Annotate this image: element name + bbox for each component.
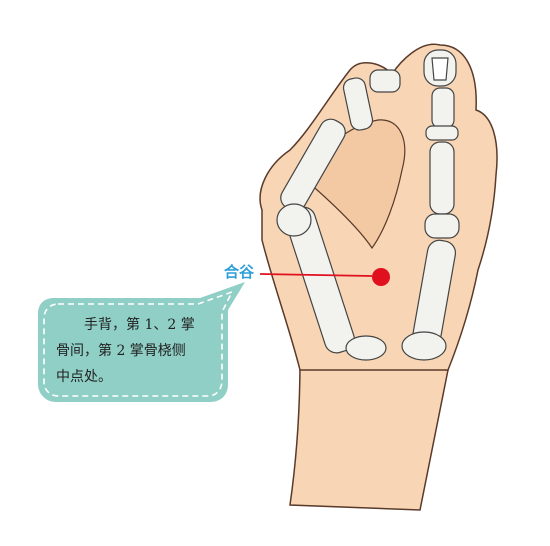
callout-line-1: 手背，第 1、2 掌 xyxy=(84,317,195,333)
acupoint-dot xyxy=(372,268,390,286)
acupoint-label: 合谷 xyxy=(224,263,255,281)
index-finger-bones xyxy=(401,49,460,361)
callout-line-3: 中点处。 xyxy=(56,369,112,385)
wrist xyxy=(289,359,449,511)
callout-box xyxy=(38,282,245,402)
callout-text: 手背，第 1、2 掌 骨间，第 2 掌骨桡侧 中点处。 xyxy=(56,312,216,390)
thumb-bones xyxy=(276,69,401,361)
callout-line-2: 骨间，第 2 掌骨桡侧 xyxy=(56,343,186,359)
callout-dashed-border xyxy=(43,290,234,397)
leader-line xyxy=(259,273,373,277)
